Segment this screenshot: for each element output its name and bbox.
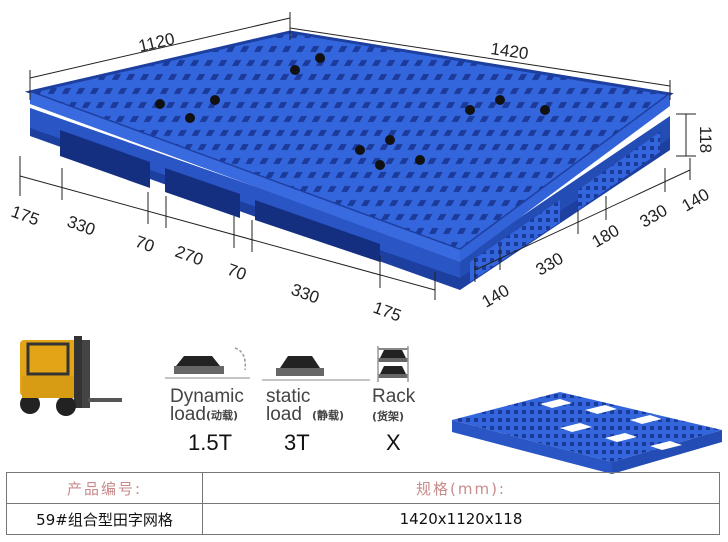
dim-side-5: 140	[679, 185, 713, 216]
static-label-line1: static	[266, 386, 310, 407]
static-load-icon	[262, 356, 370, 381]
cell-product-code: 59#组合型田字网格	[6, 503, 203, 535]
header-product-code: 产品编号:	[6, 472, 203, 504]
cell-specification: 1420x1120x118	[202, 503, 720, 535]
dim-front-6: 330	[289, 280, 322, 308]
dim-top-length: 1120	[137, 29, 177, 56]
dim-front-1: 175	[9, 202, 42, 230]
dim-side-4: 330	[637, 201, 671, 232]
dim-front-5: 70	[225, 260, 249, 284]
pallet-thumbnail-image	[452, 392, 722, 474]
pallet-main-image	[24, 30, 674, 290]
header-specification: 规格(mm):	[202, 472, 720, 504]
dynamic-load-value: 1.5T	[188, 430, 232, 455]
dynamic-label-line1: Dynamic	[170, 386, 244, 407]
dim-height: 118	[696, 126, 715, 153]
dim-side-2: 330	[533, 249, 567, 280]
dim-side-3: 180	[589, 221, 623, 252]
static-label-line2: load	[266, 404, 302, 425]
dimension-lines	[19, 12, 696, 300]
rack-label-line1: Rack	[372, 386, 416, 407]
static-label-cn: (静载)	[312, 408, 344, 422]
forklift-image	[20, 336, 122, 416]
dynamic-label-line2: load	[170, 404, 206, 425]
spec-table-header-row: 产品编号: 规格(mm):	[6, 472, 720, 504]
dynamic-load-icon	[165, 347, 250, 379]
table-row: 59#组合型田字网格 1420x1120x118	[6, 503, 720, 535]
dim-front-2: 330	[65, 212, 98, 240]
dim-front-4: 270	[173, 242, 206, 270]
dynamic-label-cn: (动载)	[206, 408, 238, 422]
rack-label-cn: (货架)	[372, 409, 404, 423]
dim-front-3: 70	[133, 232, 157, 256]
spec-table: 产品编号: 规格(mm): 59#组合型田字网格 1420x1120x118	[6, 472, 720, 535]
dim-front-7: 175	[371, 298, 404, 326]
rack-load-value: X	[386, 430, 401, 455]
static-load-value: 3T	[284, 430, 310, 455]
rack-load-icon	[377, 346, 409, 382]
dim-side-1: 140	[479, 281, 513, 312]
